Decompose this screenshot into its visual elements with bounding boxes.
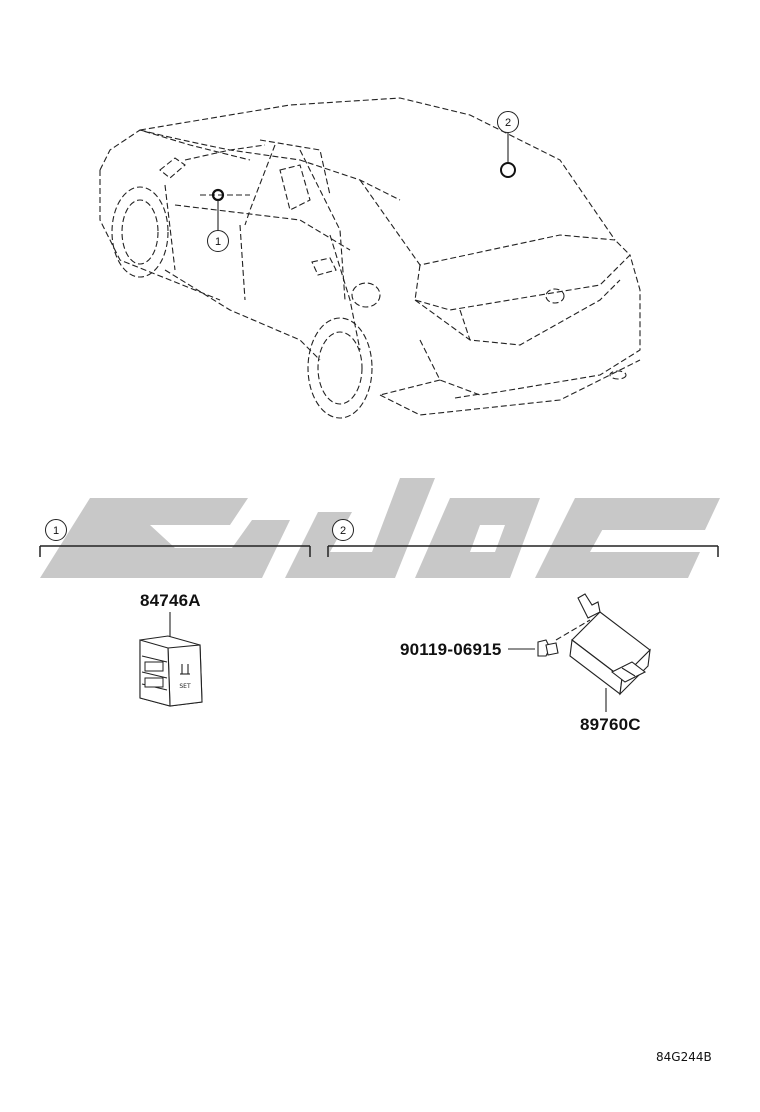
switch-assembly: 84746A SET: [139, 591, 203, 707]
switch-face-text: SET: [179, 683, 191, 690]
watermark-logo: [40, 478, 720, 578]
car-callout-2: 2: [497, 111, 519, 178]
car-callout-1: 1: [207, 188, 229, 252]
module-assembly: 89760C: [569, 593, 651, 734]
group-bracket-1: 1: [39, 519, 311, 557]
diagram-code: 84G244B: [656, 1050, 712, 1064]
group-2-label: 2: [340, 525, 346, 537]
module-part-number: 89760C: [580, 715, 641, 734]
car-callout-2-label: 2: [505, 117, 511, 129]
switch-part-number: 84746A: [140, 591, 201, 610]
switch-icon: [180, 664, 190, 675]
group-1-label: 1: [53, 525, 59, 537]
bolt-icon: [537, 639, 559, 657]
group-bracket-2: 2: [327, 519, 719, 557]
car-callout-1-label: 1: [215, 236, 221, 248]
bolt-part-number: 90119-06915: [400, 640, 501, 659]
bolt-assembly: 90119-06915: [400, 619, 591, 659]
vehicle-outline: [99, 97, 641, 419]
